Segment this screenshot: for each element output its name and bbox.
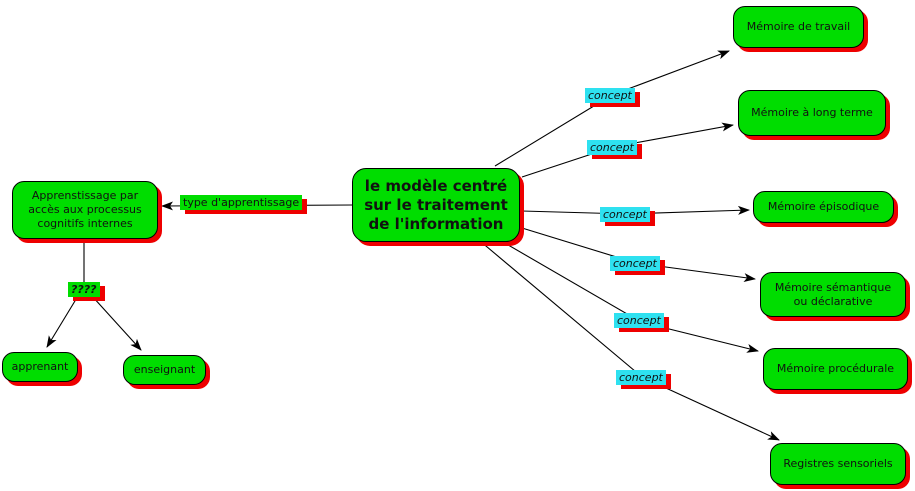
node-central-modele[interactable]: le modèle centré sur le traitement de l'… [352, 168, 520, 242]
node-apprenant[interactable]: apprenant [2, 352, 78, 382]
node-text-line: de l'information [368, 214, 504, 233]
link-label-concept-procedurale[interactable]: concept [614, 313, 664, 328]
node-memoire-long-terme[interactable]: Mémoire à long terme [738, 90, 886, 136]
node-text-line: Apprenstissage par [31, 189, 139, 202]
node-memoire-procedurale[interactable]: Mémoire procédurale [763, 348, 908, 390]
link-label-question[interactable]: ???? [68, 282, 100, 297]
node-text-line: accès aux processus [28, 203, 142, 216]
link-label-concept-sensoriels[interactable]: concept [616, 370, 666, 385]
node-memoire-travail[interactable]: Mémoire de travail [733, 6, 864, 48]
link-label-concept-episodique[interactable]: concept [600, 207, 650, 222]
edge-question-enseignant[interactable] [91, 295, 142, 351]
node-enseignant[interactable]: enseignant [123, 355, 206, 385]
link-label-type-apprentissage[interactable]: type d'apprentissage [180, 195, 303, 210]
node-memoire-semantique[interactable]: Mémoire sémantique ou déclarative [760, 272, 906, 317]
node-apprentissage[interactable]: Apprenstissage par accès aux processus c… [12, 181, 158, 239]
node-memoire-episodique[interactable]: Mémoire épisodique [753, 191, 894, 223]
node-text-line: ou déclarative [793, 294, 873, 308]
link-label-concept-semantique[interactable]: concept [610, 256, 660, 271]
edge-concept-semantique[interactable] [521, 227, 756, 282]
node-text-line: Mémoire sémantique [774, 280, 892, 294]
link-label-concept-travail[interactable]: concept [585, 88, 635, 103]
node-text-line: cognitifs internes [37, 217, 133, 230]
edge-question-apprenant[interactable] [46, 295, 79, 348]
node-text-line: sur le traitement [364, 195, 508, 214]
node-registres-sensoriels[interactable]: Registres sensoriels [770, 443, 906, 485]
link-label-concept-long-terme[interactable]: concept [587, 140, 637, 155]
node-text-line: le modèle centré [364, 176, 508, 195]
